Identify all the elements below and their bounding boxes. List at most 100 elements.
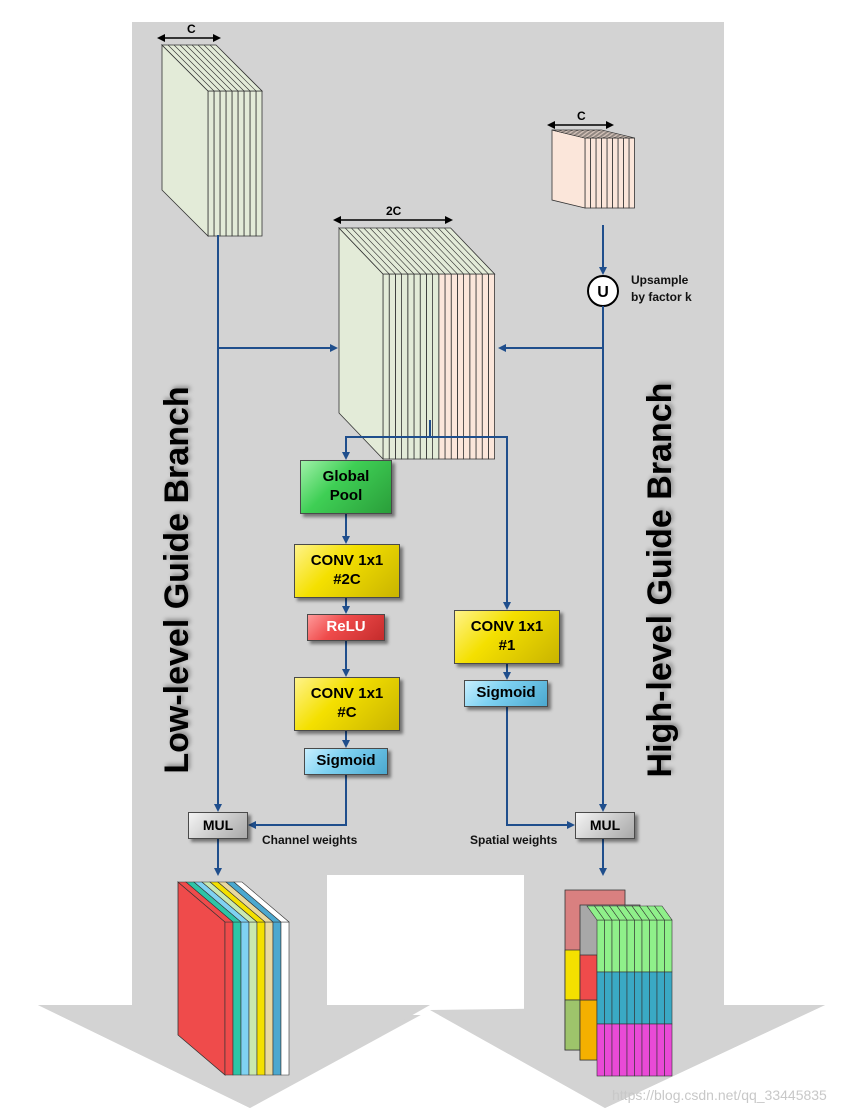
concat-feature-map-part bbox=[400, 227, 446, 275]
concat-feature-map-part bbox=[382, 273, 390, 460]
relu-block: ReLU bbox=[307, 614, 385, 641]
conv-1-block: CONV 1x1 #1 bbox=[454, 610, 560, 664]
right-output-slice bbox=[656, 919, 665, 973]
left-output-slice bbox=[256, 921, 266, 1076]
right-output-slice bbox=[604, 971, 613, 1025]
high-level-feature-map-part bbox=[628, 137, 635, 209]
low-level-feature-map-part bbox=[255, 90, 263, 237]
right-output-slice bbox=[626, 1023, 635, 1077]
right-output-slice bbox=[634, 1023, 643, 1077]
high-level-branch-title: High-level Guide Branch bbox=[641, 382, 679, 778]
right-output-slice bbox=[634, 919, 643, 973]
concat-feature-map-part bbox=[437, 227, 483, 275]
right-output-slice bbox=[664, 971, 673, 1025]
concat-feature-map-part bbox=[406, 227, 452, 275]
high-level-feature-map-part bbox=[573, 129, 608, 139]
high-level-feature-map-part bbox=[590, 137, 597, 209]
concat-feature-map-part bbox=[475, 273, 483, 460]
low-level-feature-map-part bbox=[213, 90, 221, 237]
concat-feature-map-part bbox=[388, 227, 433, 275]
concat-feature-map-part bbox=[369, 227, 415, 275]
left-output-slice bbox=[232, 921, 242, 1076]
right-output-slice bbox=[641, 919, 650, 973]
high-level-feature-map-part bbox=[623, 137, 630, 209]
concat-feature-map-part bbox=[344, 227, 390, 275]
left-output-slice bbox=[240, 921, 250, 1076]
mul-left-block: MUL bbox=[188, 812, 248, 839]
right-output-slice bbox=[664, 919, 673, 973]
high-level-feature-map-part bbox=[584, 129, 619, 139]
low-level-feature-map-part bbox=[207, 90, 215, 237]
low-level-feature-map-part bbox=[219, 90, 227, 237]
concat-feature-map-part bbox=[487, 273, 496, 460]
concat-feature-map-part bbox=[481, 273, 489, 460]
high-level-feature-map-part bbox=[557, 129, 591, 139]
right-output-slice bbox=[664, 1023, 673, 1077]
right-output-slice bbox=[649, 919, 658, 973]
concat-feature-map-part bbox=[357, 227, 402, 275]
concat-feature-map-part bbox=[394, 273, 403, 460]
high-feature-dim-label: C bbox=[577, 109, 586, 123]
concat-feature-map-part bbox=[351, 227, 396, 275]
line-concat-to-pool bbox=[342, 420, 431, 460]
concat-feature-map-part bbox=[444, 273, 452, 460]
low-level-feature-map-part bbox=[173, 44, 221, 92]
concat-feature-map-part bbox=[394, 227, 440, 275]
left-output-slice bbox=[264, 921, 274, 1076]
line-concat-to-conv1 bbox=[430, 436, 511, 610]
right-output-slice bbox=[656, 1023, 665, 1077]
concat-feature-map-part bbox=[425, 227, 471, 275]
right-output-slice bbox=[649, 971, 658, 1025]
concat-feature-map-part bbox=[413, 227, 458, 275]
sigmoid-channel-block: Sigmoid bbox=[304, 748, 388, 775]
high-level-feature-map-part bbox=[551, 129, 586, 209]
low-level-feature-map-part bbox=[231, 90, 239, 237]
sigmoid-spatial-block: Sigmoid bbox=[464, 680, 548, 707]
high-level-feature-map-part bbox=[595, 129, 630, 139]
upsample-label: Upsample by factor k bbox=[631, 273, 692, 305]
right-output-slice bbox=[611, 1023, 620, 1077]
white-gap bbox=[327, 875, 524, 1015]
spatial-weights-label: Spatial weights bbox=[470, 833, 558, 847]
right-output-slice bbox=[656, 971, 665, 1025]
low-level-feature-map-part bbox=[243, 90, 251, 237]
right-output-top-slice bbox=[653, 905, 673, 921]
watermark: https://blog.csdn.net/qq_33445835 bbox=[612, 1087, 827, 1103]
right-output-slice bbox=[641, 1023, 650, 1077]
right-output-slice bbox=[619, 971, 628, 1025]
concat-feature-map-part bbox=[450, 273, 458, 460]
low-level-feature-map-part bbox=[249, 90, 257, 237]
high-level-feature-map-part bbox=[568, 129, 602, 139]
concat-feature-map-part bbox=[469, 273, 477, 460]
low-level-branch-title: Low-level Guide Branch bbox=[158, 386, 196, 774]
high-level-feature-map-part bbox=[601, 137, 608, 209]
global-pool-block: Global Pool bbox=[300, 460, 392, 514]
left-output-slice bbox=[280, 921, 290, 1076]
right-output-slice bbox=[596, 919, 605, 973]
low-level-feature-map-part bbox=[191, 44, 239, 92]
low-level-feature-map-part bbox=[197, 44, 245, 92]
concat-feature-map-part bbox=[363, 227, 409, 275]
right-output-slice bbox=[634, 971, 643, 1025]
right-output-mid-red bbox=[579, 954, 598, 1001]
concat-feature-map-part bbox=[382, 227, 427, 275]
high-level-feature-map-part bbox=[612, 137, 619, 209]
high-level-feature-map-part bbox=[584, 137, 591, 209]
right-output-slice bbox=[619, 919, 628, 973]
right-output-slice bbox=[596, 971, 605, 1025]
concat-feature-map-part bbox=[444, 227, 489, 275]
low-level-feature-map-part bbox=[179, 44, 227, 92]
right-output-slice bbox=[611, 971, 620, 1025]
low-level-feature-map bbox=[161, 44, 263, 237]
high-level-feature-map-part bbox=[617, 137, 624, 209]
concat-feature-map-part bbox=[388, 273, 396, 460]
high-level-feature-map-part bbox=[562, 129, 597, 139]
right-output-slice bbox=[596, 1023, 605, 1077]
right-output-mid-orange bbox=[579, 999, 598, 1061]
right-output-slice bbox=[604, 1023, 613, 1077]
right-output-slice bbox=[611, 919, 620, 973]
concat-feature-map-part bbox=[419, 227, 464, 275]
concat-feature-map-part bbox=[419, 273, 427, 460]
left-output-slice bbox=[224, 921, 234, 1076]
